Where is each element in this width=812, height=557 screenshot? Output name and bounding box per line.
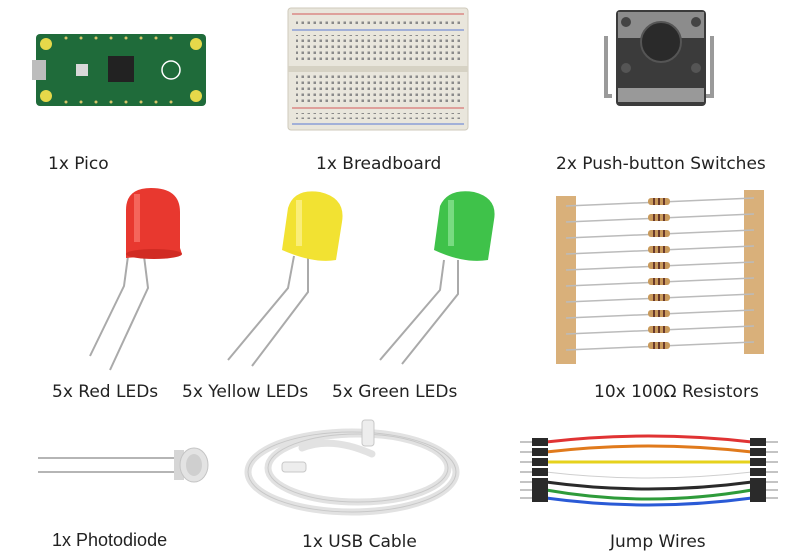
jump-wires-image xyxy=(520,434,778,507)
resistor-strip-image xyxy=(556,190,764,364)
resistors-label: 10x 100Ω Resistors xyxy=(594,382,759,402)
jump-wires-label: Jump Wires xyxy=(610,532,706,552)
yellow-leds-label: 5x Yellow LEDs xyxy=(182,382,309,402)
breadboard-label: 1x Breadboard xyxy=(316,154,442,174)
yellow-led-image xyxy=(227,191,343,367)
pico-board-image xyxy=(32,34,206,106)
photodiode-image xyxy=(38,447,209,483)
pico-label: 1x Pico xyxy=(48,154,109,174)
push-button-switch-image xyxy=(604,10,714,106)
usb-cable-image xyxy=(244,419,460,516)
switches-label: 2x Push-button Switches xyxy=(556,154,766,174)
green-led-image xyxy=(379,191,495,365)
red-leds-label: 5x Red LEDs xyxy=(52,382,159,402)
green-leds-label: 5x Green LEDs xyxy=(332,382,458,402)
red-led-image xyxy=(89,188,182,371)
usb-cable-label: 1x USB Cable xyxy=(302,532,417,552)
photodiode-label: 1x Photodiode xyxy=(52,530,168,550)
breadboard-image xyxy=(287,7,469,131)
